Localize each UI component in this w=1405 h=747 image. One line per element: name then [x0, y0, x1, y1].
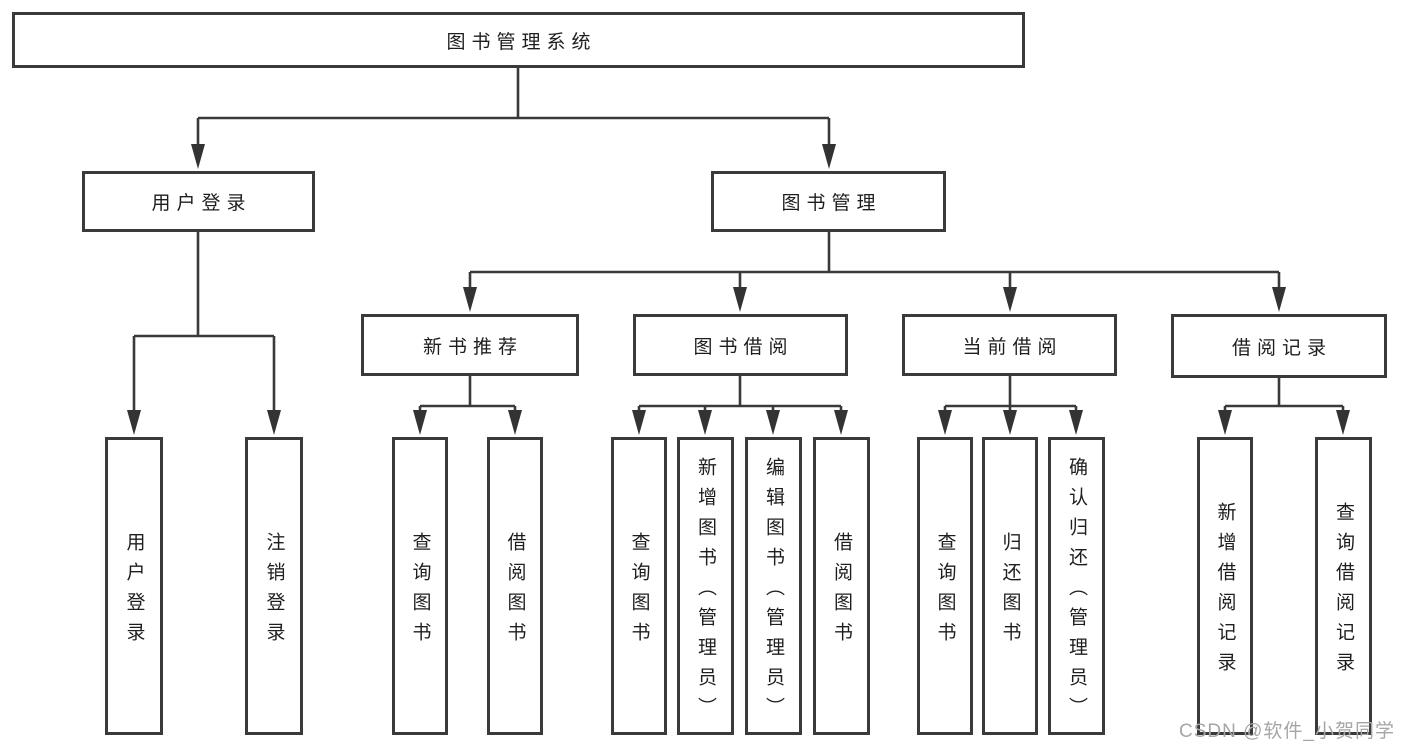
leaf-logout: 注销登录 — [245, 437, 303, 735]
arrowhead-icon — [733, 287, 747, 312]
node-book-borrow: 图书借阅 — [633, 314, 848, 376]
arrowhead-icon — [1003, 410, 1017, 435]
arrowhead-icon — [632, 410, 646, 435]
node-user-login: 用户登录 — [82, 171, 315, 232]
connector-book-borrow — [637, 376, 843, 414]
arrowhead-icon — [508, 410, 522, 435]
arrowhead-icon — [1218, 410, 1232, 435]
arrowhead-icon — [834, 410, 848, 435]
arrowhead-icon — [463, 287, 477, 312]
arrowhead-icon — [267, 410, 281, 435]
leaf-borrow-books-1: 借阅图书 — [487, 437, 543, 735]
leaf-add-borrow-record: 新增借阅记录 — [1197, 437, 1253, 735]
leaf-query-books-1: 查询图书 — [392, 437, 448, 735]
connector-current-borrow — [943, 376, 1078, 414]
node-borrow-records: 借阅记录 — [1171, 314, 1387, 378]
leaf-query-borrow-record: 查询借阅记录 — [1315, 437, 1372, 735]
leaf-user-login: 用户登录 — [105, 437, 163, 735]
connector-root — [196, 68, 831, 150]
arrowhead-icon — [127, 410, 141, 435]
connector-new-book — [418, 376, 517, 414]
arrowhead-icon — [938, 410, 952, 435]
node-book-management: 图书管理 — [711, 171, 946, 232]
leaf-confirm-return-admin: 确认归还（管理员） — [1048, 437, 1105, 735]
arrowhead-icon — [698, 410, 712, 435]
node-current-borrow: 当前借阅 — [902, 314, 1117, 376]
connector-borrow-records — [1223, 376, 1345, 414]
arrowhead-icon — [766, 410, 780, 435]
leaf-borrow-books-2: 借阅图书 — [813, 437, 870, 735]
connector-book-management — [468, 232, 1281, 292]
leaf-add-book-admin: 新增图书（管理员） — [677, 437, 734, 735]
leaf-query-books-3: 查询图书 — [917, 437, 973, 735]
leaf-return-book: 归还图书 — [982, 437, 1038, 735]
node-new-book-recommend: 新书推荐 — [361, 314, 579, 376]
arrowhead-icon — [822, 144, 836, 169]
leaf-edit-book-admin: 编辑图书（管理员） — [745, 437, 802, 735]
watermark: CSDN @软件_小贺同学 — [1179, 721, 1395, 742]
connector-user-login — [132, 232, 276, 414]
arrowhead-icon — [413, 410, 427, 435]
arrowhead-icon — [1272, 287, 1286, 312]
leaf-query-books-2: 查询图书 — [611, 437, 667, 735]
arrowhead-icon — [1003, 287, 1017, 312]
arrowhead-icon — [1069, 410, 1083, 435]
node-root: 图书管理系统 — [12, 12, 1025, 68]
arrowhead-icon — [1336, 410, 1350, 435]
arrowhead-icon — [191, 144, 205, 169]
